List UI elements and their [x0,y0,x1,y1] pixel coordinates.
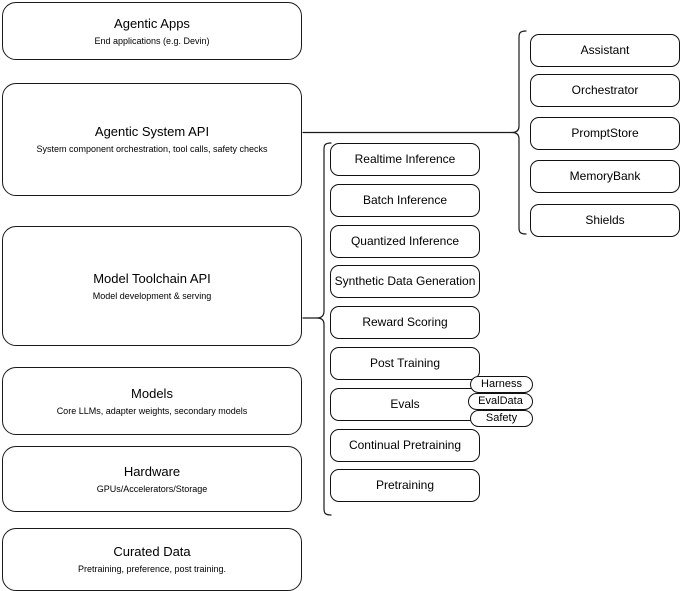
layer-models[interactable]: Models Core LLMs, adapter weights, secon… [2,367,302,435]
layer-subtitle: Pretraining, preference, post training. [77,564,227,574]
layer-title: Model Toolchain API [93,270,211,286]
capability-label: Evals [390,397,420,411]
capability-label: Batch Inference [362,193,448,207]
layer-subtitle: Core LLMs, adapter weights, secondary mo… [56,405,248,416]
component-label: MemoryBank [569,169,641,183]
capability-synthetic-data-generation[interactable]: Synthetic Data Generation [330,265,480,298]
layer-title: Agentic System API [94,124,210,139]
layer-subtitle: GPUs/Accelerators/Storage [96,483,208,494]
badge-label: Harness [481,378,522,390]
brace-system-components [511,30,527,235]
badge-label: EvalData [478,395,523,407]
capability-pretraining[interactable]: Pretraining [330,469,480,502]
component-promptstore[interactable]: PromptStore [530,117,680,150]
capability-label: Realtime Inference [354,152,456,166]
capability-quantized-inference[interactable]: Quantized Inference [330,225,480,258]
component-label: Assistant [580,43,630,57]
badge-safety[interactable]: Safety [470,410,533,427]
capability-continual-pretraining[interactable]: Continual Pretraining [330,429,480,462]
badge-harness[interactable]: Harness [470,376,533,393]
layer-model-toolchain-api[interactable]: Model Toolchain API Model development & … [2,226,302,346]
layer-curated-data[interactable]: Curated Data Pretraining, preference, po… [2,528,302,591]
component-label: Orchestrator [571,83,639,97]
brace-toolchain-capabilities [316,142,332,516]
component-memorybank[interactable]: MemoryBank [530,160,680,193]
capability-label: Pretraining [375,478,435,492]
component-shields[interactable]: Shields [530,204,680,237]
component-label: PromptStore [571,126,639,140]
capability-evals[interactable]: Evals [330,388,480,421]
layer-title: Models [131,385,173,401]
layer-subtitle: System component orchestration, tool cal… [36,144,268,154]
capability-post-training[interactable]: Post Training [330,347,480,380]
capability-label: Quantized Inference [350,234,460,248]
badge-evaldata[interactable]: EvalData [468,393,533,410]
layer-title: Agentic Apps [114,15,190,31]
layer-title: Curated Data [113,544,191,559]
capability-label: Continual Pretraining [348,438,462,452]
component-orchestrator[interactable]: Orchestrator [530,74,680,107]
layer-subtitle: End applications (e.g. Devin) [94,35,210,46]
capability-reward-scoring[interactable]: Reward Scoring [330,306,480,339]
layer-hardware[interactable]: Hardware GPUs/Accelerators/Storage [2,446,302,512]
layer-title: Hardware [123,463,181,479]
capability-realtime-inference[interactable]: Realtime Inference [330,143,480,176]
capability-label: Post Training [369,356,441,370]
component-assistant[interactable]: Assistant [530,34,680,67]
layer-agentic-system-api[interactable]: Agentic System API System component orch… [2,83,302,196]
layer-subtitle: Model development & serving [92,290,212,301]
capability-batch-inference[interactable]: Batch Inference [330,184,480,217]
layer-agentic-apps[interactable]: Agentic Apps End applications (e.g. Devi… [2,2,302,60]
component-label: Shields [585,213,625,227]
capability-label: Synthetic Data Generation [334,274,476,288]
badge-label: Safety [485,412,518,424]
capability-label: Reward Scoring [362,315,448,329]
